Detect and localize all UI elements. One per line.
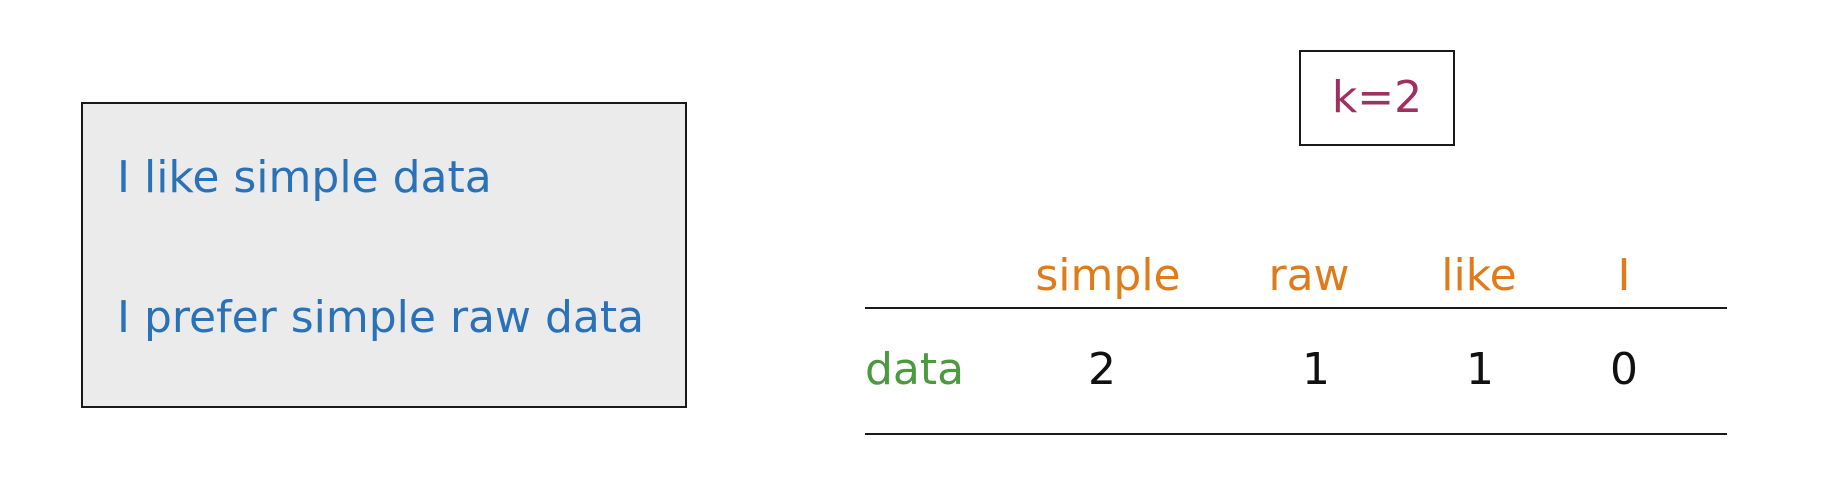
cell-data-raw: 1 — [1302, 344, 1330, 395]
table-top-rule — [865, 307, 1727, 309]
cell-data-like: 1 — [1466, 344, 1494, 395]
table-bottom-rule — [865, 433, 1727, 435]
window-size-box: k=2 — [1299, 50, 1455, 146]
column-header-simple: simple — [1035, 250, 1181, 301]
row-header-data: data — [865, 344, 965, 395]
column-header-like: like — [1441, 250, 1517, 301]
window-size-label: k=2 — [1331, 72, 1423, 123]
cell-data-i: 0 — [1610, 344, 1638, 395]
corpus-box: I like simple data I prefer simple raw d… — [81, 102, 687, 408]
column-header-raw: raw — [1268, 250, 1350, 301]
cell-data-simple: 2 — [1088, 344, 1116, 395]
column-header-i: I — [1617, 250, 1631, 301]
corpus-sentence-1: I like simple data — [117, 152, 492, 203]
corpus-sentence-2: I prefer simple raw data — [117, 292, 645, 343]
